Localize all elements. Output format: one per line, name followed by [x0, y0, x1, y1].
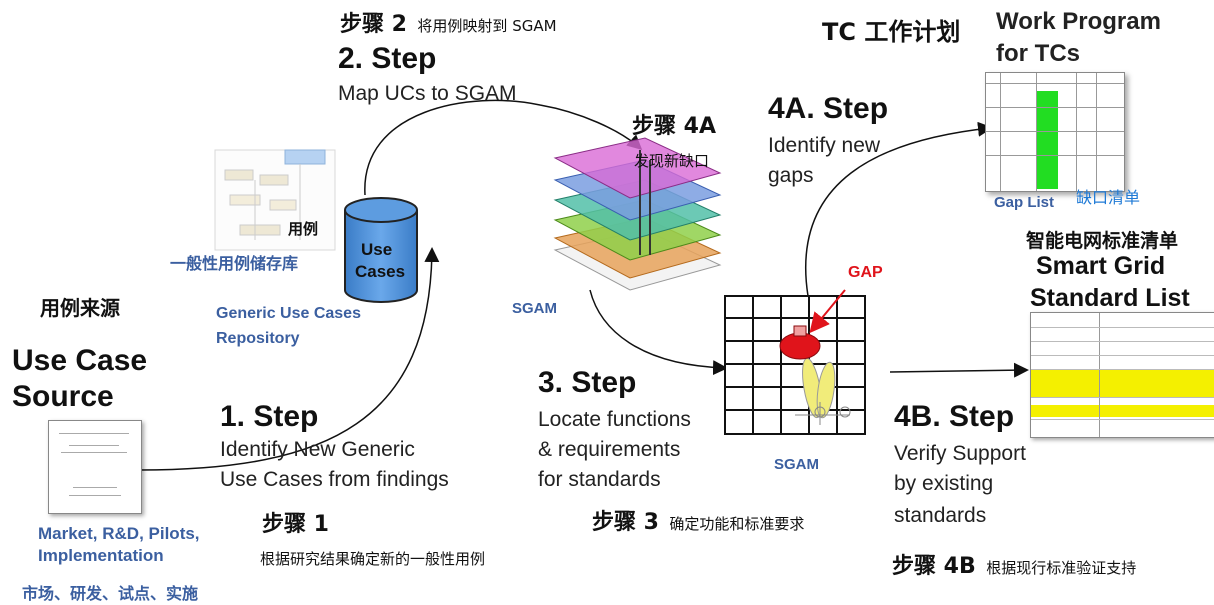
- sgam-label-bottom: SGAM: [774, 456, 819, 473]
- step3-arrow: [589, 289, 728, 376]
- cylinder-label-line2: Cases: [355, 262, 406, 281]
- standard-list-table-thumbnail: [1030, 312, 1214, 438]
- use-cases-cylinder: [344, 197, 418, 303]
- standard-list-cn-title: 智能电网标准清单: [1026, 230, 1179, 252]
- step3-desc-line2: & requirements: [538, 438, 681, 461]
- gap-list-cn-label: 缺口清单: [1076, 188, 1141, 207]
- step1-desc-line2: Use Cases from findings: [220, 468, 449, 491]
- standard-list-title-line2: Standard List: [1030, 284, 1190, 312]
- step4a-desc-line1: Identify new: [768, 134, 881, 157]
- repository-caption-line2: Repository: [216, 330, 300, 347]
- step1-desc-line1: Identify New Generic: [220, 438, 415, 461]
- step4b-title: 4B. Step: [894, 400, 1015, 433]
- work-program-table-thumbnail: [985, 72, 1125, 192]
- step1-cn-title: 步骤 1: [262, 512, 329, 537]
- source-cn-caption: 市场、研发、试点、实施: [22, 584, 199, 603]
- step3-cn-desc: 确定功能和标准要求: [669, 515, 805, 533]
- source-title-line2: Source: [12, 380, 114, 413]
- step4b-cn-desc: 根据现行标准验证支持: [986, 559, 1137, 577]
- step3-title: 3. Step: [538, 366, 637, 399]
- step4a-desc-line2: gaps: [768, 164, 814, 187]
- repository-cn-label: 用例: [288, 220, 319, 238]
- step4b-desc-line1: Verify Support: [894, 442, 1026, 465]
- sgam-label-top: SGAM: [512, 300, 557, 317]
- step4a-arrow: [805, 121, 993, 297]
- repository-cn-title: 一般性用例储存库: [170, 254, 299, 273]
- gap-pointer: [809, 289, 846, 334]
- step2-desc: Map UCs to SGAM: [338, 82, 517, 105]
- step2-title: 2. Step: [338, 42, 437, 75]
- source-caption-line1: Market, R&D, Pilots,: [38, 524, 200, 543]
- gap-list-label: Gap List: [994, 194, 1055, 211]
- work-program-title-line1: Work Program: [996, 8, 1161, 35]
- step3-cn-heading: 步骤 3 确定功能和标准要求: [592, 504, 804, 536]
- step4a-cn-title: 步骤 4A: [632, 114, 716, 139]
- step2-cn-heading: 步骤 2 将用例映射到 SGAM: [340, 6, 557, 38]
- repository-caption-line1: Generic Use Cases: [216, 305, 361, 322]
- step1-title: 1. Step: [220, 400, 319, 433]
- step2-cn-desc: 将用例映射到 SGAM: [417, 17, 557, 35]
- step3-desc-line1: Locate functions: [538, 408, 691, 431]
- step1-cn-desc: 根据研究结果确定新的一般性用例: [260, 550, 486, 568]
- source-cn-title: 用例来源: [40, 296, 120, 320]
- step4a-title: 4A. Step: [768, 92, 889, 125]
- source-document-thumbnail: [48, 420, 142, 514]
- step4b-desc-line3: standards: [894, 504, 987, 527]
- sgam-grid: [724, 295, 866, 435]
- step3-desc-line3: for standards: [538, 468, 661, 491]
- step4b-cn-title: 步骤 4B: [892, 554, 976, 579]
- work-program-cn-title: TC 工作计划: [822, 18, 961, 46]
- gap-label: GAP: [848, 264, 883, 281]
- source-title-line1: Use Case: [12, 344, 148, 377]
- step2-cn-title: 步骤 2: [340, 12, 407, 37]
- step4b-arrow: [889, 362, 1029, 378]
- standard-list-title-line1: Smart Grid: [1036, 252, 1166, 280]
- repository-thumbnail: [214, 149, 336, 251]
- step4b-cn-heading: 步骤 4B 根据现行标准验证支持: [892, 548, 1136, 580]
- step3-cn-title: 步骤 3: [592, 510, 659, 535]
- step2-arrow: [364, 99, 643, 196]
- step4b-desc-line2: by existing: [894, 472, 994, 495]
- step1-arrow: [139, 247, 440, 471]
- work-program-title-line2: for TCs: [996, 40, 1080, 67]
- step4a-cn-desc: 发现新缺口: [634, 152, 710, 170]
- sgam-cube: [553, 137, 722, 291]
- source-caption-line2: Implementation: [38, 546, 164, 565]
- cylinder-label-line1: Use: [361, 240, 393, 259]
